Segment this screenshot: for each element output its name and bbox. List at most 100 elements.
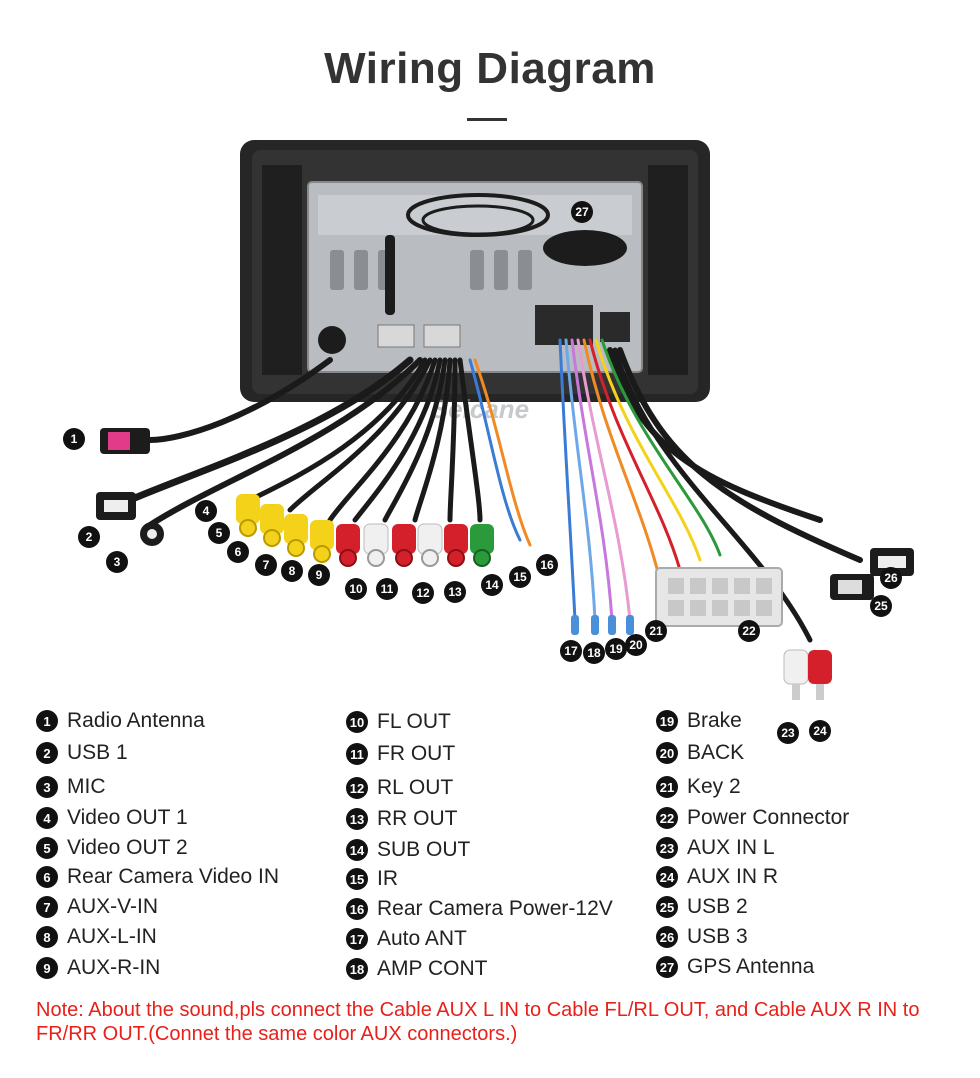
legend-badge: 7 <box>36 896 58 918</box>
legend-item-15: 15 IR <box>346 865 398 893</box>
legend-label: AUX-L-IN <box>67 925 157 948</box>
callout-18: 18 <box>583 642 605 664</box>
legend-item-9: 9 AUX-R-IN <box>36 954 160 982</box>
callout-8: 8 <box>281 560 303 582</box>
callout-6: 6 <box>227 541 249 563</box>
callout-7: 7 <box>255 554 277 576</box>
legend-item-12: 12 RL OUT <box>346 774 453 802</box>
legend-badge: 25 <box>656 896 678 918</box>
legend-item-25: 25 USB 2 <box>656 893 748 921</box>
legend-badge: 21 <box>656 776 678 798</box>
callout-2: 2 <box>78 526 100 548</box>
legend-badge: 18 <box>346 958 368 980</box>
legend-badge: 6 <box>36 866 58 888</box>
legend-item-13: 13 RR OUT <box>346 805 458 833</box>
legend-label: SUB OUT <box>377 838 471 861</box>
legend-badge: 23 <box>656 837 678 859</box>
legend-label: BACK <box>687 741 745 764</box>
legend-item-24: 24 AUX IN R <box>656 863 778 891</box>
legend-item-2: 2 USB 1 <box>36 739 128 767</box>
legend-item-26: 26 USB 3 <box>656 923 748 951</box>
legend-item-27: 27 GPS Antenna <box>656 953 814 981</box>
legend-label: AUX-V-IN <box>67 895 159 918</box>
legend-item-11: 11 FR OUT <box>346 740 455 768</box>
legend-badge: 8 <box>36 926 58 948</box>
legend-label: AUX-R-IN <box>67 956 161 979</box>
callout-3: 3 <box>106 551 128 573</box>
legend-item-21: 21 Key 2 <box>656 773 741 801</box>
legend-label: Rear Camera Video IN <box>67 865 280 888</box>
callout-26: 26 <box>880 567 902 589</box>
legend-label: IR <box>377 867 398 890</box>
legend-label: FL OUT <box>377 710 451 733</box>
legend-item-6: 6 Rear Camera Video IN <box>36 863 279 891</box>
legend-label: Key 2 <box>687 775 741 798</box>
legend-label: RR OUT <box>377 807 458 830</box>
callout-15: 15 <box>509 566 531 588</box>
legend-badge: 4 <box>36 807 58 829</box>
legend-label: Power Connector <box>687 806 850 829</box>
legend-item-3: 3 MIC <box>36 773 106 801</box>
callout-12: 12 <box>412 582 434 604</box>
legend-item-7: 7 AUX-V-IN <box>36 893 158 921</box>
callout-19: 19 <box>605 638 627 660</box>
legend-label: GPS Antenna <box>687 955 815 978</box>
legend-item-22: 22 Power Connector <box>656 804 849 832</box>
legend-badge: 15 <box>346 868 368 890</box>
legend-item-10: 10 FL OUT <box>346 708 451 736</box>
callout-21: 21 <box>645 620 667 642</box>
legend-item-23: 23 AUX IN L <box>656 834 775 862</box>
legend-item-1: 1 Radio Antenna <box>36 707 205 735</box>
callout-13: 13 <box>444 581 466 603</box>
legend-label: AUX IN R <box>687 865 779 888</box>
callout-23: 23 <box>777 722 799 744</box>
legend-label: Auto ANT <box>377 927 467 950</box>
legend-badge: 5 <box>36 837 58 859</box>
legend-badge: 1 <box>36 710 58 732</box>
legend-label: Video OUT 1 <box>67 806 188 829</box>
callout-1: 1 <box>63 428 85 450</box>
callout-17: 17 <box>560 640 582 662</box>
callout-11: 11 <box>376 578 398 600</box>
page-title: Wiring Diagram <box>324 44 656 93</box>
legend-item-5: 5 Video OUT 2 <box>36 834 188 862</box>
legend-badge: 13 <box>346 808 368 830</box>
gps-antenna <box>543 230 627 266</box>
legend-badge: 27 <box>656 956 678 978</box>
legend-item-19: 19 Brake <box>656 707 742 735</box>
legend-badge: 16 <box>346 898 368 920</box>
callout-10: 10 <box>345 578 367 600</box>
callout-14: 14 <box>481 574 503 596</box>
legend-label: Brake <box>687 709 742 732</box>
legend-label: USB 3 <box>687 925 748 948</box>
callout-20: 20 <box>625 634 647 656</box>
rca-plugs <box>236 494 494 567</box>
legend-item-17: 17 Auto ANT <box>346 925 467 953</box>
callout-4: 4 <box>195 500 217 522</box>
legend-label: USB 1 <box>67 741 128 764</box>
legend-label: Rear Camera Power-12V <box>377 897 613 920</box>
legend-badge: 19 <box>656 710 678 732</box>
legend-item-4: 4 Video OUT 1 <box>36 804 188 832</box>
legend-label: MIC <box>67 775 106 798</box>
wiring-illustration: Seicane <box>96 140 914 700</box>
legend-badge: 20 <box>656 742 678 764</box>
legend-badge: 9 <box>36 957 58 979</box>
legend-badge: 24 <box>656 866 678 888</box>
legend-label: RL OUT <box>377 776 454 799</box>
legend-badge: 11 <box>346 743 368 765</box>
callout-27: 27 <box>571 201 593 223</box>
callout-25: 25 <box>870 595 892 617</box>
callout-9: 9 <box>308 564 330 586</box>
legend-badge: 14 <box>346 839 368 861</box>
legend-item-14: 14 SUB OUT <box>346 836 470 864</box>
legend-label: FR OUT <box>377 742 456 765</box>
legend-badge: 17 <box>346 928 368 950</box>
legend-label: AUX IN L <box>687 836 775 859</box>
callout-5: 5 <box>208 522 230 544</box>
legend-badge: 22 <box>656 807 678 829</box>
callout-22: 22 <box>738 620 760 642</box>
legend-item-8: 8 AUX-L-IN <box>36 923 157 951</box>
callout-16: 16 <box>536 554 558 576</box>
legend-label: Radio Antenna <box>67 709 205 732</box>
